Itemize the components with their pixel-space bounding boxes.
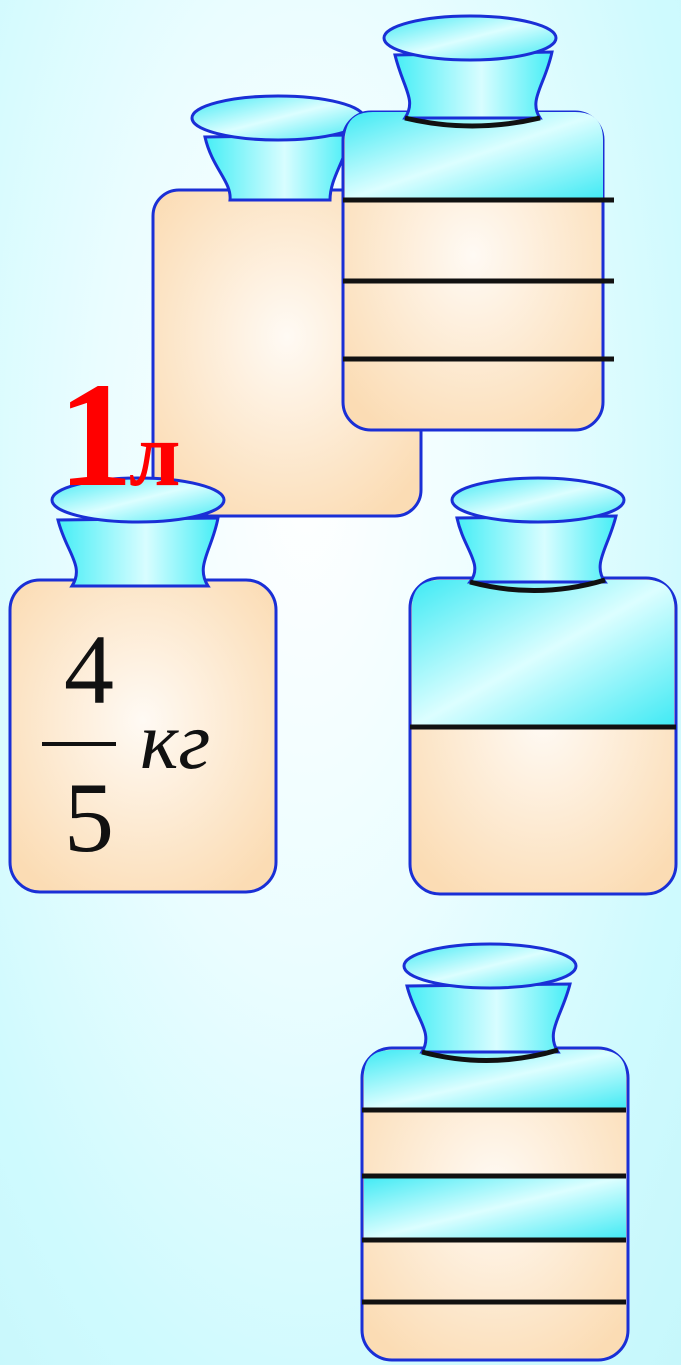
volume-number: 1 [58, 352, 133, 518]
volume-label: 1л [58, 360, 181, 510]
fraction-numerator: 4 [64, 614, 114, 725]
jar-weight [8, 476, 278, 894]
fraction-bar [42, 742, 116, 746]
jar-fifths [360, 942, 630, 1362]
weight-fraction: 4 5 кг [40, 620, 270, 870]
fraction-denominator: 5 [64, 762, 114, 873]
jar-quarters [341, 14, 614, 432]
jar-halves [408, 476, 678, 896]
weight-unit: кг [140, 695, 211, 786]
volume-unit: л [129, 403, 181, 505]
